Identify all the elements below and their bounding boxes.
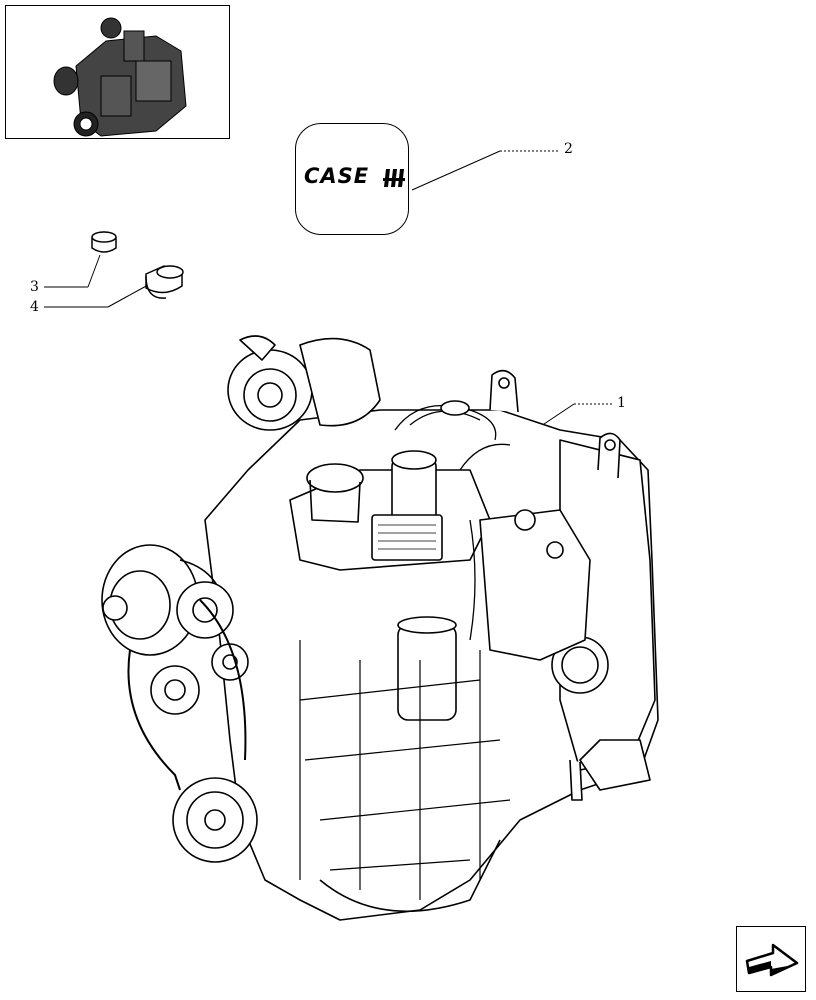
callout-2: 2 — [564, 141, 573, 157]
callout-3: 3 — [30, 279, 39, 295]
callout-1: 1 — [617, 395, 626, 411]
next-page-arrow-icon — [745, 943, 799, 977]
engine-thumbnail-icon — [53, 17, 187, 137]
case-ih-decal-part-2: CASE — [295, 123, 409, 235]
engine-thumbnail — [5, 5, 230, 139]
next-page-button[interactable] — [736, 926, 806, 992]
case-ih-logo-icon — [383, 169, 405, 187]
engine-assembly — [101, 335, 659, 921]
brand-mark: CASE — [304, 162, 405, 192]
plug-part-4 — [145, 265, 184, 299]
plug-part-3 — [91, 231, 117, 253]
callout-4: 4 — [30, 299, 39, 315]
leader-line-2 — [411, 150, 501, 191]
brand-text: CASE — [304, 164, 370, 188]
